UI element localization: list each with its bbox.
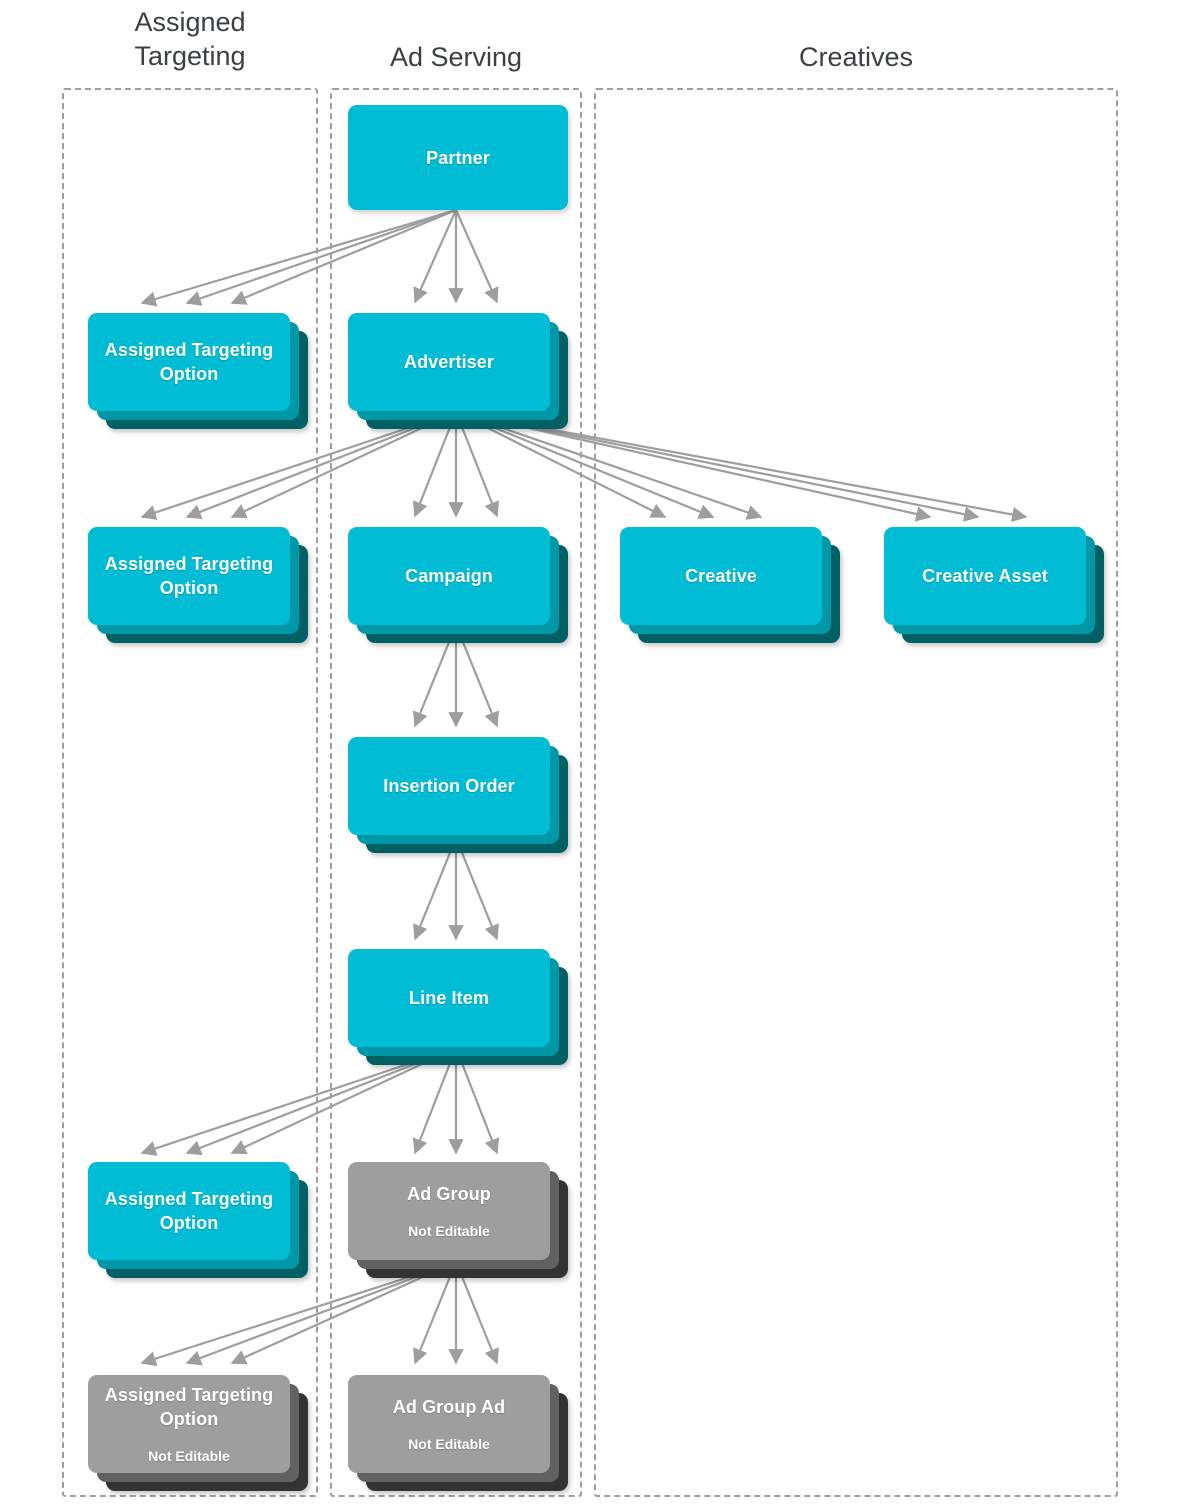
node-title: Partner: [426, 147, 490, 168]
node-ad-group[interactable]: Ad Group Not Editable: [348, 1162, 578, 1280]
node-status-label: Not Editable: [148, 1448, 230, 1464]
column-region-ad-serving: [330, 88, 582, 1497]
column-title-creatives: Creatives: [798, 42, 914, 72]
node-title: Assigned Targeting Option: [104, 554, 274, 598]
node-creative[interactable]: Creative: [620, 527, 850, 645]
node-status-label: Not Editable: [408, 1436, 490, 1452]
node-campaign[interactable]: Campaign: [348, 527, 578, 645]
node-title: Assigned Targeting Option: [104, 340, 274, 384]
node-ato-ad-group[interactable]: Assigned Targeting Option Not Editable: [88, 1375, 318, 1493]
node-status-label: Not Editable: [408, 1223, 490, 1239]
node-advertiser[interactable]: Advertiser: [348, 313, 578, 431]
node-partner[interactable]: Partner: [348, 105, 570, 223]
node-title: Assigned Targeting Option: [104, 1385, 274, 1429]
node-ato-partner[interactable]: Assigned Targeting Option: [88, 313, 318, 431]
column-title-ad-serving: Ad Serving: [389, 42, 523, 72]
node-ad-group-ad[interactable]: Ad Group Ad Not Editable: [348, 1375, 578, 1493]
node-title: Creative: [685, 566, 757, 586]
node-title: Line Item: [409, 988, 489, 1008]
node-line-item[interactable]: Line Item: [348, 949, 578, 1067]
column-region-assigned-targeting: [62, 88, 318, 1497]
column-region-creatives: [594, 88, 1118, 1497]
node-title: Ad Group: [407, 1184, 491, 1204]
node-title: Assigned Targeting Option: [104, 1189, 274, 1233]
node-ato-line-item[interactable]: Assigned Targeting Option: [88, 1162, 318, 1280]
node-title: Ad Group Ad: [392, 1397, 506, 1417]
node-insertion-order[interactable]: Insertion Order: [348, 737, 578, 855]
node-title: Insertion Order: [383, 776, 515, 796]
node-ato-advertiser[interactable]: Assigned Targeting Option: [88, 527, 318, 645]
column-title-assigned-targeting: Assigned Targeting: [134, 7, 246, 71]
node-creative-asset[interactable]: Creative Asset: [884, 527, 1114, 645]
node-title: Campaign: [405, 566, 493, 586]
node-title: Creative Asset: [922, 566, 1048, 586]
node-title: Advertiser: [403, 352, 495, 372]
